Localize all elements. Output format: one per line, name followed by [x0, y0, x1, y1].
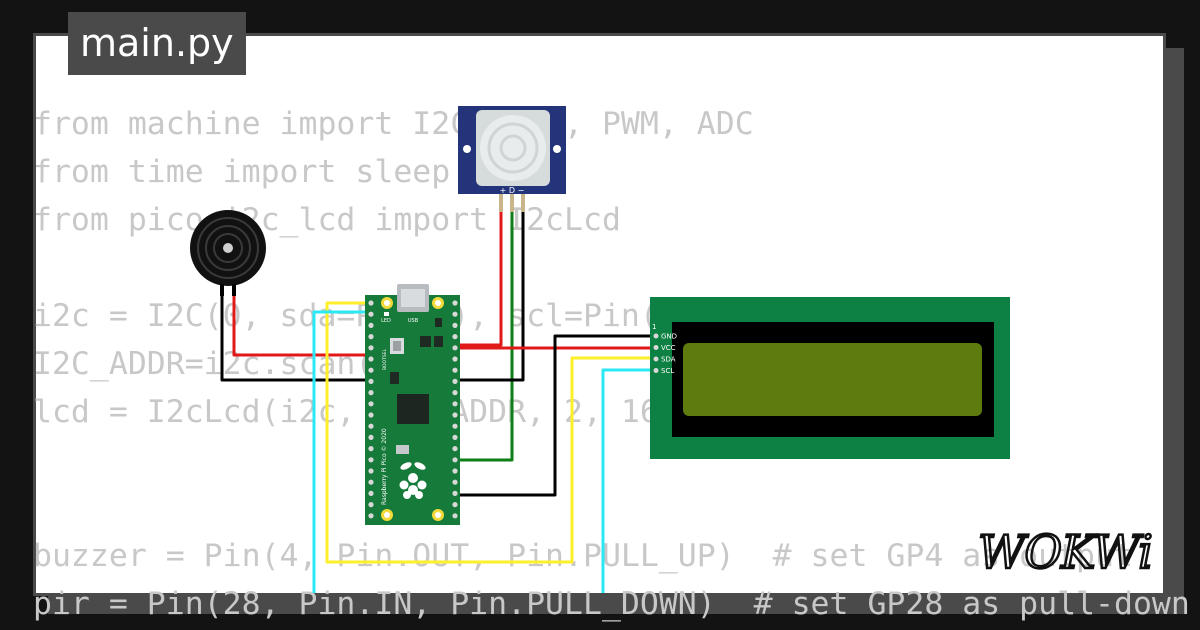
pico-pin[interactable]: [452, 322, 458, 328]
lcd-1602-display[interactable]: 1 GND VCC SDA SCL: [650, 297, 1010, 459]
pico-usb-label: USB: [408, 318, 419, 324]
pico-pin[interactable]: [368, 334, 374, 340]
pico-pin[interactable]: [368, 457, 374, 463]
pico-pin[interactable]: [368, 311, 374, 317]
pico-pin[interactable]: [452, 401, 458, 407]
wire-buzzer-black[interactable]: [220, 284, 373, 382]
pico-board-text: Raspberry Pi Pico © 2020: [381, 428, 388, 505]
pico-bootsel-label: BOOTSEL: [382, 348, 388, 370]
pico-pin[interactable]: [452, 457, 458, 463]
lcd-pin[interactable]: [653, 368, 659, 373]
pir-motion-sensor[interactable]: + D −: [458, 106, 566, 212]
pico-pin[interactable]: [368, 479, 374, 485]
pico-pin[interactable]: [368, 423, 374, 429]
pico-pin[interactable]: [452, 468, 458, 474]
pico-pin[interactable]: [452, 479, 458, 485]
pico-pin[interactable]: [452, 311, 458, 317]
pico-pin[interactable]: [452, 446, 458, 452]
code-line: from pico_i2c_lcd import I2cLcd: [33, 202, 621, 238]
pico-pin[interactable]: [452, 502, 458, 508]
lcd-pin-label: SDA: [661, 356, 676, 364]
pico-pin[interactable]: [368, 300, 374, 306]
raspberry-logo: [399, 462, 427, 499]
pico-pin[interactable]: [368, 390, 374, 396]
pico-pin[interactable]: [368, 513, 374, 519]
pico-pin[interactable]: [452, 434, 458, 440]
pico-pin[interactable]: [368, 367, 374, 373]
code-line: from time import sleep: [33, 154, 451, 190]
pico-pin[interactable]: [452, 367, 458, 373]
wire-pir-gnd-black[interactable]: [455, 212, 525, 382]
lcd-screen: [683, 343, 982, 416]
pico-pin[interactable]: [368, 490, 374, 496]
pico-pin[interactable]: [452, 390, 458, 396]
wokwi-logo: WOKWi: [977, 524, 1154, 581]
pico-pin[interactable]: [368, 502, 374, 508]
pico-pin[interactable]: [452, 490, 458, 496]
pico-pin[interactable]: [452, 423, 458, 429]
lcd-pin[interactable]: [653, 345, 659, 350]
pico-pin[interactable]: [452, 513, 458, 519]
pico-pin[interactable]: [368, 356, 374, 362]
pico-pin[interactable]: [368, 322, 374, 328]
pico-pin-headers: [368, 300, 458, 519]
pico-pin[interactable]: [368, 345, 374, 351]
pico-led-label: LED: [381, 318, 391, 324]
lcd-pin-label: VCC: [661, 344, 676, 352]
wokwi-logo-text: WOKWi: [978, 525, 1152, 579]
pico-pin[interactable]: [452, 345, 458, 351]
lcd-pin-labels: GND VCC SDA SCL: [653, 333, 677, 375]
wire-pir-vcc-red[interactable]: [455, 212, 503, 347]
pico-pin[interactable]: [368, 446, 374, 452]
lcd-pin[interactable]: [653, 356, 659, 362]
pico-pin[interactable]: [368, 401, 374, 407]
pico-pin[interactable]: [452, 412, 458, 418]
code-line: pir = Pin(28, Pin.IN, Pin.PULL_DOWN) # s…: [33, 586, 1190, 622]
raspberry-pi-pico[interactable]: USB LED BOOTSEL Raspberry Pi Pico © 2020: [365, 284, 460, 525]
buzzer[interactable]: [190, 210, 266, 296]
wire-lcd-scl-cyan-2[interactable]: [601, 368, 656, 630]
pico-pin[interactable]: [452, 378, 458, 384]
wire-pir-data-green[interactable]: [455, 212, 514, 462]
pico-pin[interactable]: [452, 334, 458, 340]
wire-lcd-gnd-black[interactable]: [455, 334, 656, 497]
code-line: buzzer = Pin(4, Pin.OUT, Pin.PULL_UP) # …: [33, 538, 1133, 574]
pico-pin[interactable]: [368, 468, 374, 474]
lcd-pin-one: 1: [652, 323, 656, 331]
pir-pin-labels: + D −: [500, 186, 525, 195]
wire-buzzer-red[interactable]: [222, 282, 373, 357]
pico-pin[interactable]: [368, 412, 374, 418]
wire-lcd-sda-yellow[interactable]: [325, 301, 656, 564]
lcd-pin-label: GND: [661, 333, 677, 341]
pico-pin[interactable]: [452, 356, 458, 362]
pico-pin[interactable]: [368, 378, 374, 384]
lcd-pin-label: SCL: [661, 367, 674, 375]
file-tab-main-py[interactable]: main.py: [68, 12, 246, 75]
lcd-pin[interactable]: [653, 333, 659, 339]
pico-pin[interactable]: [452, 300, 458, 306]
wire-lcd-scl-cyan[interactable]: [312, 310, 373, 630]
pico-pin[interactable]: [368, 434, 374, 440]
